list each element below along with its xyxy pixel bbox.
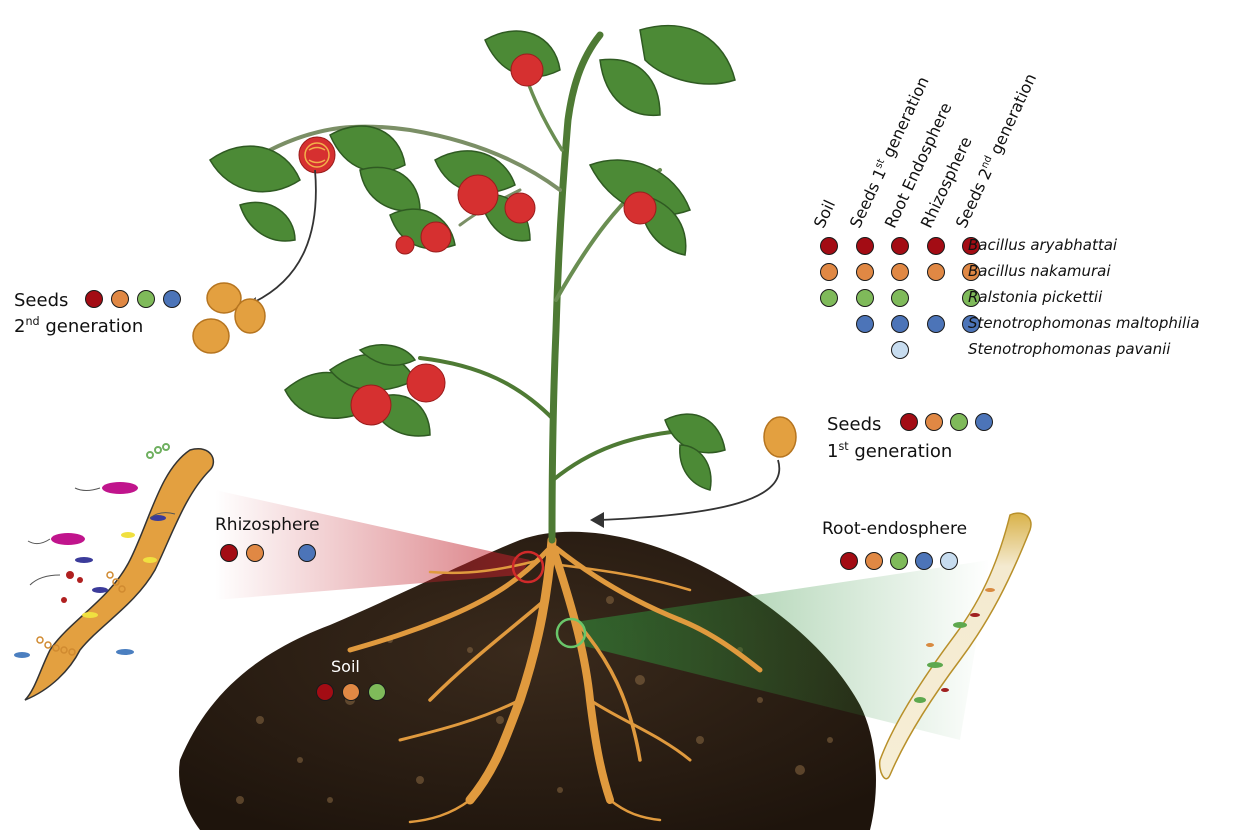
rhizosphere-root-section xyxy=(14,444,213,700)
bacteria-dot xyxy=(111,290,129,308)
presence-dot xyxy=(856,289,874,307)
seeds-1st-generation-label: Seeds xyxy=(827,414,881,435)
bacteria-dot xyxy=(865,552,883,570)
bacteria-dot xyxy=(950,413,968,431)
bacteria-dot xyxy=(163,290,181,308)
species-name: Stenotrophomonas pavanii xyxy=(968,340,1170,358)
bacteria-dot xyxy=(342,683,360,701)
presence-dot xyxy=(856,237,874,255)
bacteria-dot xyxy=(890,552,908,570)
presence-dot xyxy=(891,237,909,255)
bacteria-dot xyxy=(940,552,958,570)
presence-dot xyxy=(891,289,909,307)
species-name: Ralstonia pickettii xyxy=(968,288,1102,306)
bacteria-dot xyxy=(316,683,334,701)
presence-dot xyxy=(820,289,838,307)
bacteria-dot xyxy=(368,683,386,701)
root-endosphere-label: Root-endosphere xyxy=(822,519,967,539)
bacteria-dot xyxy=(925,413,943,431)
bacteria-dot xyxy=(975,413,993,431)
presence-dot xyxy=(891,315,909,333)
plant-leaves xyxy=(210,26,735,490)
presence-dot xyxy=(820,237,838,255)
bacteria-dot xyxy=(246,544,264,562)
bacteria-dot xyxy=(900,413,918,431)
seeds-1st-generation-sublabel: 1st generation xyxy=(827,441,952,462)
presence-dot xyxy=(927,237,945,255)
presence-dot xyxy=(856,263,874,281)
soil-label: Soil xyxy=(331,657,360,676)
seeds-2nd-generation-label: Seeds xyxy=(14,290,68,311)
species-name: Bacillus nakamurai xyxy=(968,262,1111,280)
species-name: Stenotrophomonas maltophilia xyxy=(968,314,1200,332)
presence-dot xyxy=(927,315,945,333)
bacteria-dot xyxy=(915,552,933,570)
presence-dot xyxy=(856,315,874,333)
species-name: Bacillus aryabhattai xyxy=(968,236,1117,254)
plant-stems xyxy=(270,35,690,540)
bacteria-dot xyxy=(137,290,155,308)
bacteria-dot xyxy=(298,544,316,562)
presence-dot xyxy=(820,263,838,281)
presence-dot xyxy=(891,341,909,359)
bacteria-dot xyxy=(220,544,238,562)
presence-dot xyxy=(927,263,945,281)
rhizosphere-label: Rhizosphere xyxy=(215,515,320,535)
bacteria-dot xyxy=(840,552,858,570)
seeds-2nd-generation-sublabel: 2nd generation xyxy=(14,316,143,337)
bacteria-dot xyxy=(85,290,103,308)
presence-dot xyxy=(891,263,909,281)
